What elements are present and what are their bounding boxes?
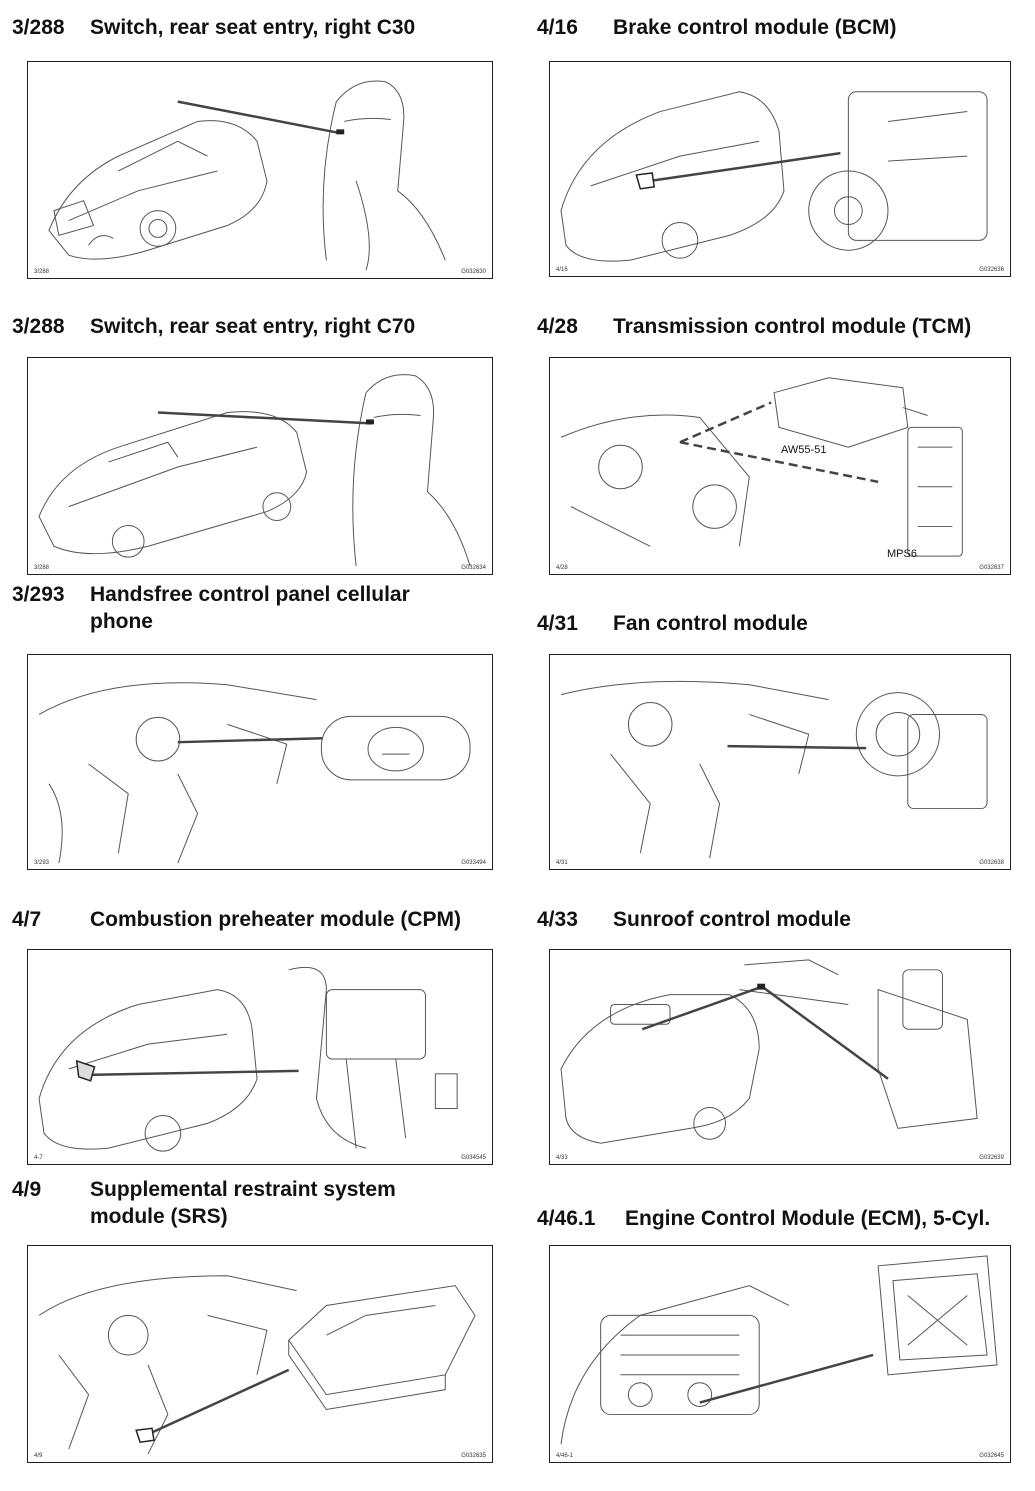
figure-ref-left: 4-7	[34, 1155, 43, 1161]
entry-title-row: 4/33 Sunroof control module	[537, 906, 851, 933]
entry-title-row: 3/293 Handsfree control panel cellular p…	[12, 581, 470, 635]
entry-title: Fan control module	[613, 612, 808, 635]
figure-frame: 4/33 G032639	[549, 949, 1011, 1165]
figure-ref-right: G032645	[979, 1453, 1004, 1459]
figure-ref-left: 4/31	[556, 860, 568, 866]
entry-title: Sunroof control module	[613, 908, 851, 931]
bcm-illustration	[560, 91, 988, 262]
figure-ref-right: G032634	[461, 565, 486, 571]
entry-code: 4/9	[12, 1178, 42, 1201]
figure-ref-right: G033494	[461, 860, 486, 866]
component-label-mps6: MPS6	[887, 548, 917, 560]
entry-title-row: 4/46.1 Engine Control Module (ECM), 5-Cy…	[537, 1205, 990, 1232]
entry-code: 4/31	[537, 612, 578, 635]
figure-frame: 4/46-1 G032645	[549, 1245, 1011, 1463]
entry-code: 4/46.1	[537, 1207, 596, 1230]
entry-title-row: 4/7 Combustion preheater module (CPM)	[12, 906, 461, 933]
figure-frame: 4/9 G032635	[27, 1245, 493, 1463]
entry-title: Engine Control Module (ECM), 5-Cyl.	[625, 1207, 991, 1230]
figure-ref-right: G032638	[979, 860, 1004, 866]
entry-title: Supplemental restraint system module (SR…	[90, 1178, 396, 1228]
component-label-aw55-51: AW55-51	[781, 444, 827, 456]
figure-frame: 4/31 G032638	[549, 654, 1011, 870]
convertible-seat-illustration	[38, 374, 471, 567]
figure-ref-right: G032630	[461, 269, 486, 275]
figure-ref-left: 4/46-1	[556, 1453, 574, 1459]
fan-module-illustration	[560, 680, 988, 859]
entry-code: 4/7	[12, 908, 42, 931]
tcm-illustration	[560, 377, 963, 557]
entry-title-row: 3/288 Switch, rear seat entry, right C70	[12, 313, 415, 340]
srs-module-illustration	[38, 1275, 476, 1455]
figure-ref-left: 4/33	[556, 1155, 568, 1161]
figure-frame: 3/293 G033494	[27, 654, 493, 870]
entry-title-row: 4/9 Supplemental restraint system module…	[12, 1176, 470, 1230]
figure-frame: AW55-51 MPS6 4/28 G032637	[549, 357, 1011, 575]
figure-frame: 3/288 G032634	[27, 357, 493, 575]
entry-code: 4/33	[537, 908, 578, 931]
entry-title: Brake control module (BCM)	[613, 16, 897, 39]
figure-ref-left: 4/28	[556, 565, 568, 571]
car-seat-illustration	[48, 80, 446, 271]
entry-code: 3/288	[12, 16, 65, 39]
figure-ref-left: 3/288	[34, 269, 50, 275]
figure-ref-left: 4/9	[34, 1453, 43, 1459]
figure-frame: 3/288 G032630	[27, 61, 493, 279]
entry-title: Transmission control module (TCM)	[613, 315, 972, 338]
figure-ref-right: G032635	[461, 1453, 486, 1459]
ecm-illustration	[560, 1255, 998, 1445]
figure-ref-right: G032636	[979, 267, 1004, 273]
entry-title-row: 3/288 Switch, rear seat entry, right C30	[12, 14, 415, 41]
entry-title: Combustion preheater module (CPM)	[90, 908, 462, 931]
figure-ref-right: G034545	[461, 1155, 486, 1161]
entry-code: 4/28	[537, 315, 578, 338]
figure-ref-left: 3/293	[34, 860, 50, 866]
entry-title-row: 4/28 Transmission control module (TCM)	[537, 313, 971, 340]
preheater-illustration	[38, 966, 458, 1152]
entry-title: Switch, rear seat entry, right C70	[90, 315, 416, 338]
entry-code: 4/16	[537, 16, 578, 39]
dashboard-phone-panel-illustration	[38, 682, 471, 864]
entry-code: 3/293	[12, 583, 65, 606]
figure-ref-right: G032639	[979, 1155, 1004, 1161]
entry-title: Handsfree control panel cellular phone	[90, 583, 410, 633]
figure-frame: 4/16 G032636	[549, 61, 1011, 277]
figure-ref-right: G032637	[979, 565, 1004, 571]
entry-title-row: 4/31 Fan control module	[537, 610, 808, 637]
figure-ref-left: 3/288	[34, 565, 50, 571]
entry-code: 3/288	[12, 315, 65, 338]
entry-title-row: 4/16 Brake control module (BCM)	[537, 14, 897, 41]
entry-title: Switch, rear seat entry, right C30	[90, 16, 416, 39]
figure-frame: 4-7 G034545	[27, 949, 493, 1165]
figure-ref-left: 4/16	[556, 267, 568, 273]
sunroof-module-illustration	[560, 959, 978, 1144]
